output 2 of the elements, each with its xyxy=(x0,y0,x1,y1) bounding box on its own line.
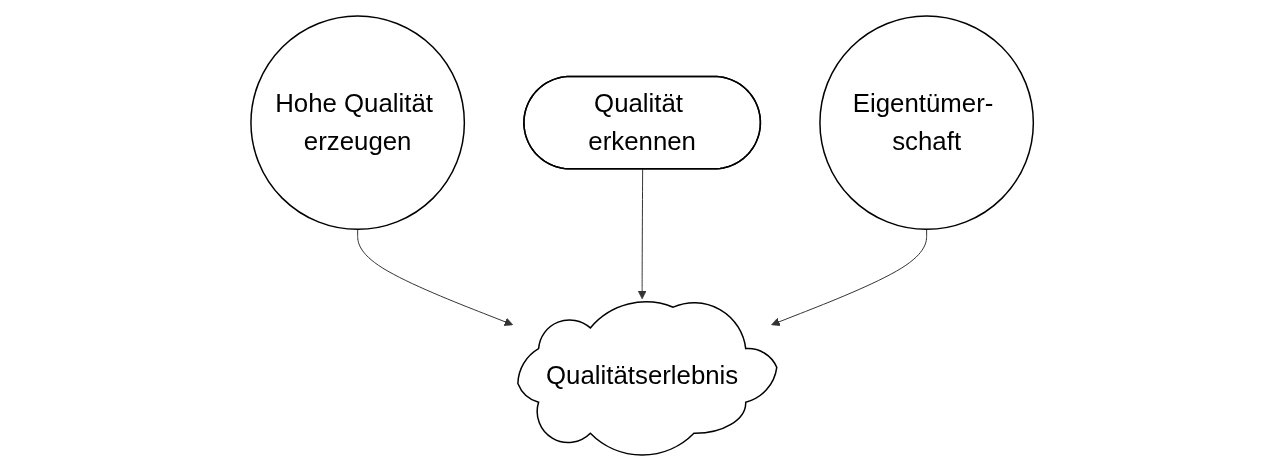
node-circle: Hohe Qualität erzeugen xyxy=(250,14,466,230)
node-circle: Eigentümer- schaft xyxy=(819,14,1035,230)
